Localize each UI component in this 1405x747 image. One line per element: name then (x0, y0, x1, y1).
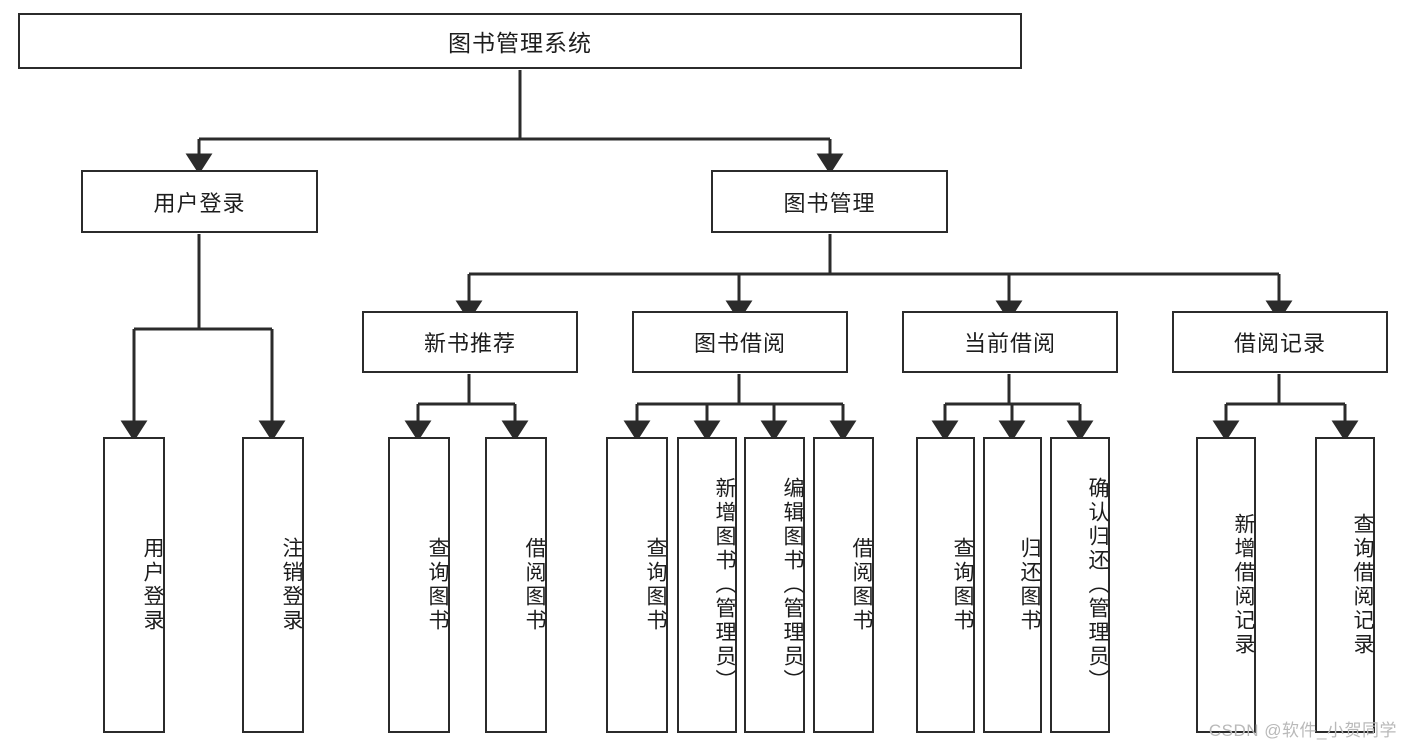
node-label: 图书借阅 (693, 331, 786, 356)
node-label: 归还图书 (1018, 537, 1041, 633)
node-label: 编辑图书（管理员） (781, 477, 804, 693)
node-label: 借阅图书 (523, 537, 546, 633)
leaf-current-query-book[interactable]: 查询图书 (916, 437, 975, 733)
leaf-current-confirm-return-admin[interactable]: 确认归还（管理员） (1050, 437, 1110, 733)
node-label: 借阅记录 (1233, 331, 1326, 356)
node-user-login[interactable]: 用户登录 (81, 170, 318, 233)
node-label: 查询图书 (951, 537, 974, 633)
node-label: 确认归还（管理员） (1086, 477, 1109, 693)
node-label: 借阅图书 (850, 537, 873, 633)
node-label: 新增借阅记录 (1232, 513, 1255, 657)
leaf-recommend-query-book[interactable]: 查询图书 (388, 437, 450, 733)
leaf-borrow-edit-book-admin[interactable]: 编辑图书（管理员） (744, 437, 805, 733)
leaf-borrow-add-book-admin[interactable]: 新增图书（管理员） (677, 437, 737, 733)
leaf-record-query-record[interactable]: 查询借阅记录 (1315, 437, 1375, 733)
leaf-record-add-record[interactable]: 新增借阅记录 (1196, 437, 1256, 733)
node-label: 当前借阅 (963, 331, 1056, 356)
leaf-user-login-signin[interactable]: 用户登录 (103, 437, 165, 733)
leaf-user-login-signout[interactable]: 注销登录 (242, 437, 304, 733)
node-label: 查询借阅记录 (1351, 513, 1374, 657)
node-current-borrow[interactable]: 当前借阅 (902, 311, 1118, 373)
node-label: 图书管理 (783, 190, 876, 216)
node-label: 查询图书 (426, 537, 449, 633)
leaf-borrow-query-book[interactable]: 查询图书 (606, 437, 668, 733)
leaf-current-return-book[interactable]: 归还图书 (983, 437, 1042, 733)
node-borrow-record[interactable]: 借阅记录 (1172, 311, 1388, 373)
node-label: 新增图书（管理员） (713, 477, 736, 693)
node-label: 新书推荐 (423, 331, 516, 356)
node-book-borrow[interactable]: 图书借阅 (632, 311, 848, 373)
leaf-borrow-borrow-book[interactable]: 借阅图书 (813, 437, 874, 733)
node-new-book-recommend[interactable]: 新书推荐 (362, 311, 578, 373)
node-root-system[interactable]: 图书管理系统 (18, 13, 1022, 69)
node-label: 用户登录 (153, 190, 246, 216)
node-book-management[interactable]: 图书管理 (711, 170, 948, 233)
node-label: 注销登录 (280, 537, 303, 633)
leaf-recommend-borrow-book[interactable]: 借阅图书 (485, 437, 547, 733)
node-label: 查询图书 (644, 537, 667, 633)
node-label: 用户登录 (141, 537, 164, 633)
node-label: 图书管理系统 (448, 30, 592, 56)
